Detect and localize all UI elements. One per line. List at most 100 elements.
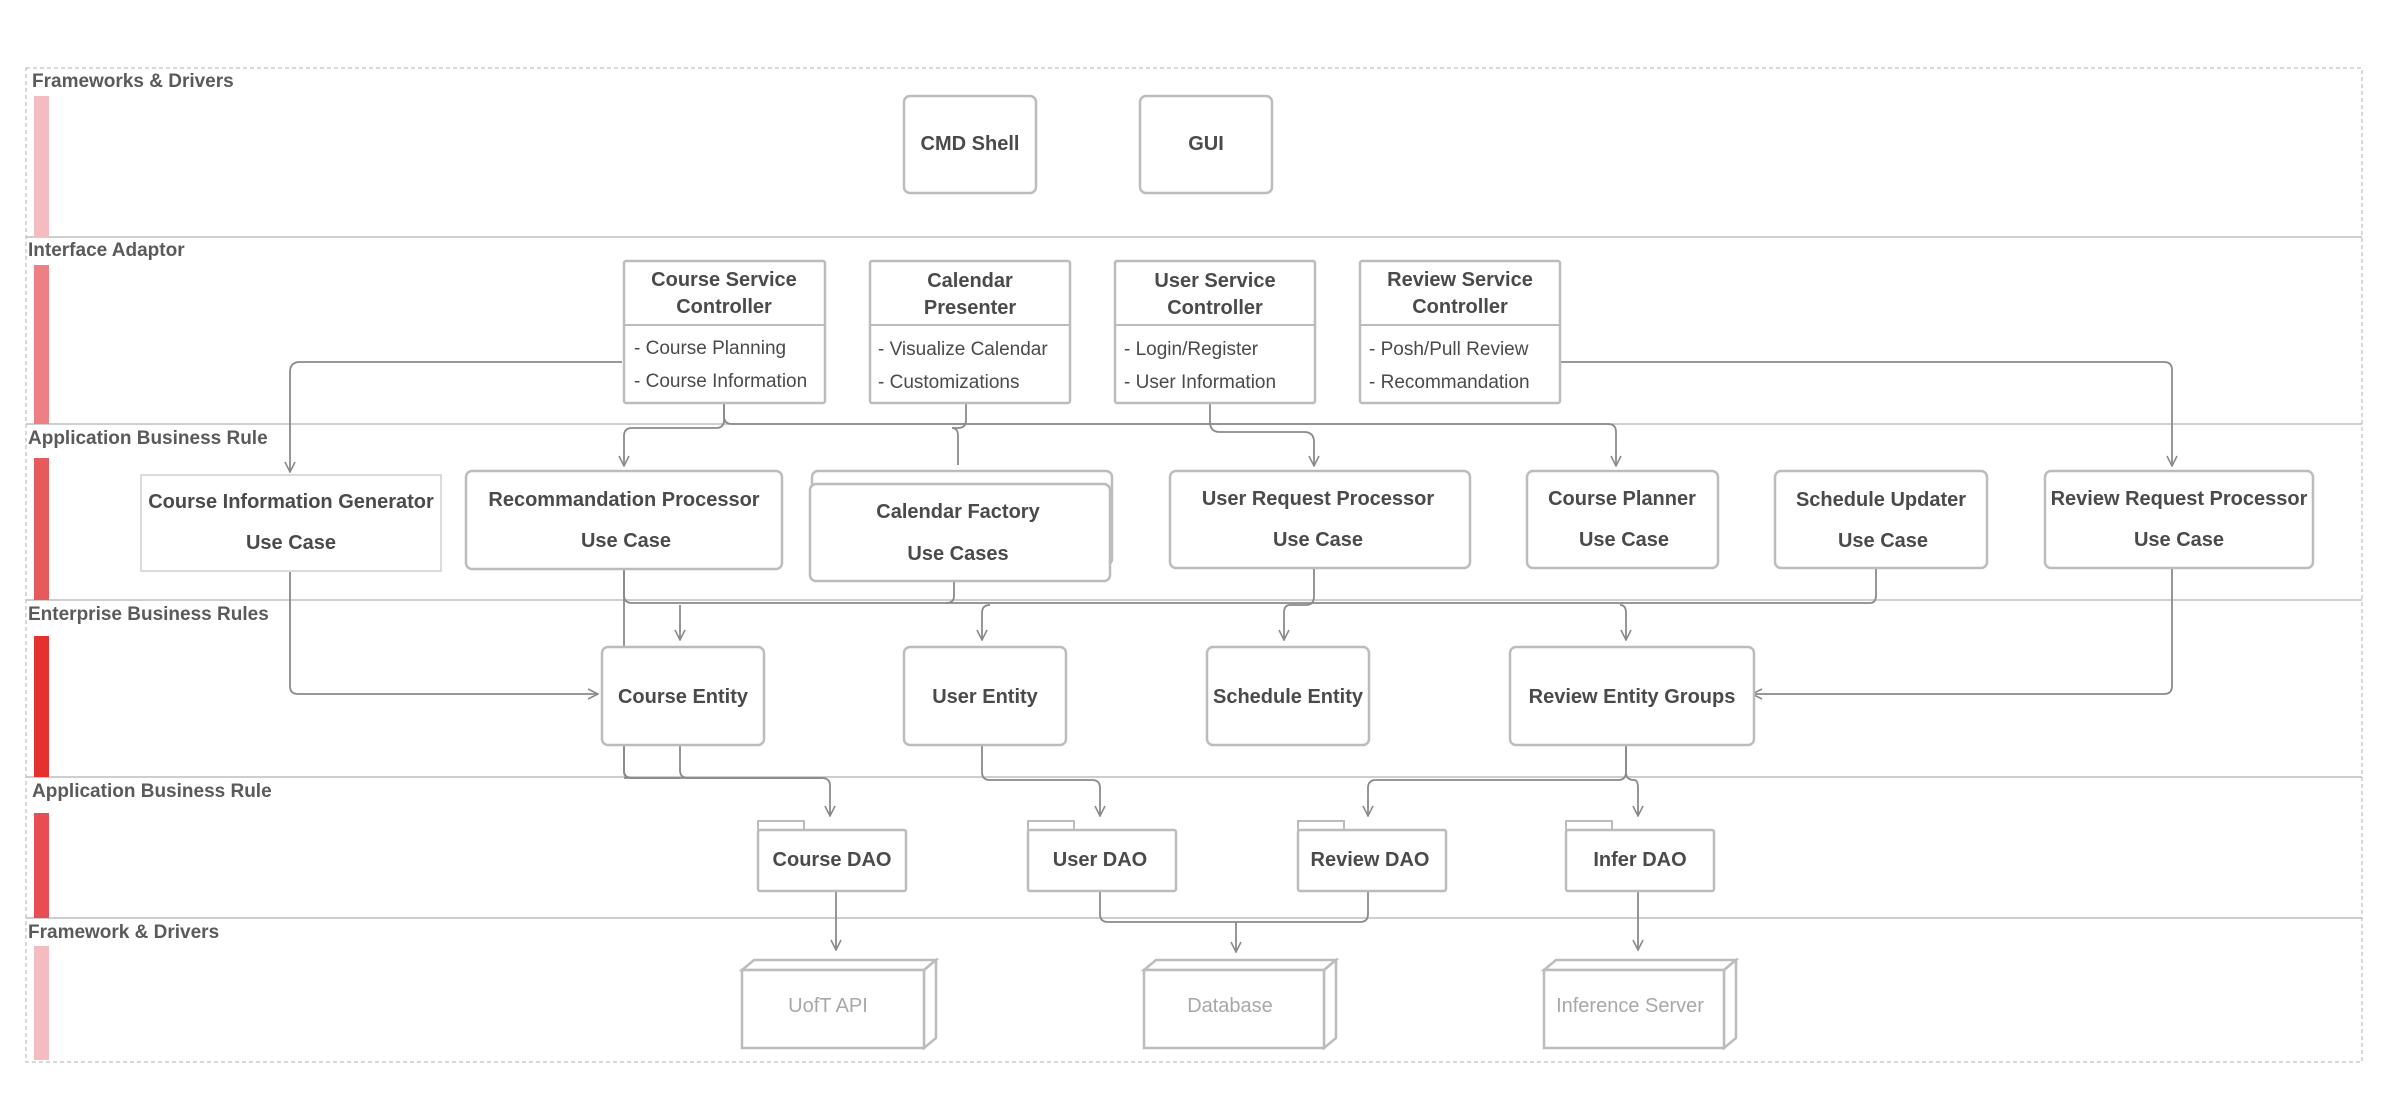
lane-title-frameworks-drivers: Frameworks & Drivers — [32, 71, 234, 92]
schedule-entity[interactable]: Schedule Entity — [1205, 645, 1371, 747]
infer-dao[interactable]: Infer DAO — [1564, 820, 1716, 893]
controller-title: Controller — [1412, 296, 1508, 318]
connector — [679, 745, 822, 779]
controller-title: Controller — [676, 296, 772, 318]
use-case-title: Course Planner — [1548, 488, 1696, 510]
use-case-sub: Use Case — [1579, 529, 1669, 551]
course-entity[interactable]: Course Entity — [600, 645, 766, 747]
controller-title: Controller — [1167, 297, 1263, 319]
connector — [289, 572, 598, 694]
connector — [981, 745, 1100, 816]
lane-color-bar — [34, 458, 49, 600]
controller-item: - Course Information — [634, 371, 807, 392]
connector — [623, 742, 680, 779]
lane-color-bar — [34, 636, 49, 777]
review-dao[interactable]: Review DAO — [1296, 820, 1448, 893]
lane-color-bar — [34, 96, 49, 237]
controller-item: - User Information — [1124, 372, 1276, 393]
recommandation-processor-use-case[interactable]: Recommandation Processor Use Case — [464, 469, 784, 571]
calendar-factory-use-cases[interactable]: Calendar Factory Use Cases — [808, 469, 1114, 583]
user-dao[interactable]: User DAO — [1026, 820, 1178, 893]
connector — [723, 402, 1616, 466]
user-request-processor-use-case[interactable]: User Request Processor Use Case — [1168, 469, 1472, 570]
controller-item: - Visualize Calendar — [878, 339, 1048, 360]
review-request-processor-use-case[interactable]: Review Request Processor Use Case — [2043, 469, 2315, 570]
lane-title-interface-adaptor: Interface Adaptor — [28, 240, 185, 261]
connector — [1209, 402, 1314, 466]
course-information-generator-use-case[interactable]: Course Information Generator Use Case — [140, 474, 442, 572]
controller-item: - Customizations — [878, 372, 1020, 393]
use-case-title: Course Information Generator — [148, 491, 434, 513]
lane-color-bar — [34, 946, 49, 1060]
connector — [1558, 361, 2172, 466]
use-case-sub: Use Cases — [907, 543, 1008, 565]
use-case-title: Schedule Updater — [1796, 489, 1966, 511]
use-case-title: Review Request Processor — [2051, 488, 2308, 510]
connector — [1099, 890, 1369, 923]
dao-label: Course DAO — [773, 849, 892, 871]
inference-server-store[interactable]: Inference Server — [1540, 957, 1740, 1051]
swimlanes: Frameworks & Drivers Interface Adaptor A… — [25, 67, 2363, 1063]
user-service-controller[interactable]: User Service Controller - Login/Register… — [1113, 259, 1317, 405]
controller-title: Course Service — [651, 269, 797, 291]
review-service-controller[interactable]: Review Service Controller - Posh/Pull Re… — [1358, 259, 1562, 405]
gui-box[interactable]: GUI — [1138, 94, 1274, 195]
controller-title: User Service — [1154, 270, 1275, 292]
use-case-sub: Use Case — [1273, 529, 1363, 551]
store-label: Database — [1187, 995, 1273, 1017]
connector — [951, 402, 967, 465]
connector — [1368, 745, 1627, 816]
schedule-updater-use-case[interactable]: Schedule Updater Use Case — [1773, 469, 1989, 570]
use-case-sub: Use Case — [1838, 530, 1928, 552]
controller-item: - Recommandation — [1369, 372, 1530, 393]
use-case-title: Recommandation Processor — [488, 489, 759, 511]
use-case-sub: Use Case — [581, 530, 671, 552]
cmd-shell-label: CMD Shell — [921, 133, 1020, 155]
connectors — [289, 361, 2173, 952]
entity-label: Course Entity — [618, 686, 749, 708]
controller-item: - Posh/Pull Review — [1369, 339, 1529, 360]
store-label: UofT API — [788, 995, 868, 1017]
use-case-sub: Use Case — [246, 532, 336, 554]
connector — [1619, 604, 1626, 640]
course-dao[interactable]: Course DAO — [756, 820, 908, 893]
diagram-frame — [25, 67, 2363, 1063]
entity-label: Schedule Entity — [1213, 686, 1364, 708]
controller-title: Review Service — [1387, 269, 1533, 291]
connector — [945, 580, 955, 604]
entity-label: User Entity — [932, 686, 1038, 708]
lane-color-bar — [34, 813, 49, 918]
connector — [1752, 568, 2173, 694]
use-case-sub: Use Case — [2134, 529, 2224, 551]
course-planner-use-case[interactable]: Course Planner Use Case — [1525, 469, 1720, 570]
dao-label: Infer DAO — [1593, 849, 1686, 871]
controller-title: Presenter — [924, 297, 1016, 319]
lane-color-bar — [34, 265, 49, 424]
uoft-api-store[interactable]: UofT API — [738, 957, 940, 1051]
controller-item: - Course Planning — [634, 338, 786, 359]
connector — [624, 402, 725, 466]
review-entity-groups[interactable]: Review Entity Groups — [1508, 645, 1756, 747]
course-service-controller[interactable]: Course Service Controller - Course Plann… — [622, 259, 827, 405]
use-case-title: Calendar Factory — [876, 501, 1040, 523]
entity-label: Review Entity Groups — [1529, 686, 1736, 708]
lane-title-framework-drivers: Framework & Drivers — [28, 922, 219, 943]
lane-title-application-business-rule-2: Application Business Rule — [32, 781, 272, 802]
controller-item: - Login/Register — [1124, 339, 1259, 360]
dao-label: User DAO — [1053, 849, 1147, 871]
connector — [1284, 568, 1315, 640]
cmd-shell-box[interactable]: CMD Shell — [902, 94, 1038, 195]
store-label: Inference Server — [1556, 995, 1704, 1017]
user-entity[interactable]: User Entity — [902, 645, 1068, 747]
use-case-title: User Request Processor — [1202, 488, 1435, 510]
gui-label: GUI — [1188, 133, 1224, 155]
connector — [290, 361, 622, 472]
calendar-presenter[interactable]: Calendar Presenter - Visualize Calendar … — [868, 259, 1072, 405]
dao-label: Review DAO — [1311, 849, 1430, 871]
connector — [1625, 745, 1638, 816]
database-store[interactable]: Database — [1140, 957, 1340, 1051]
connector — [982, 604, 991, 640]
lane-title-application-business-rule: Application Business Rule — [28, 428, 268, 449]
